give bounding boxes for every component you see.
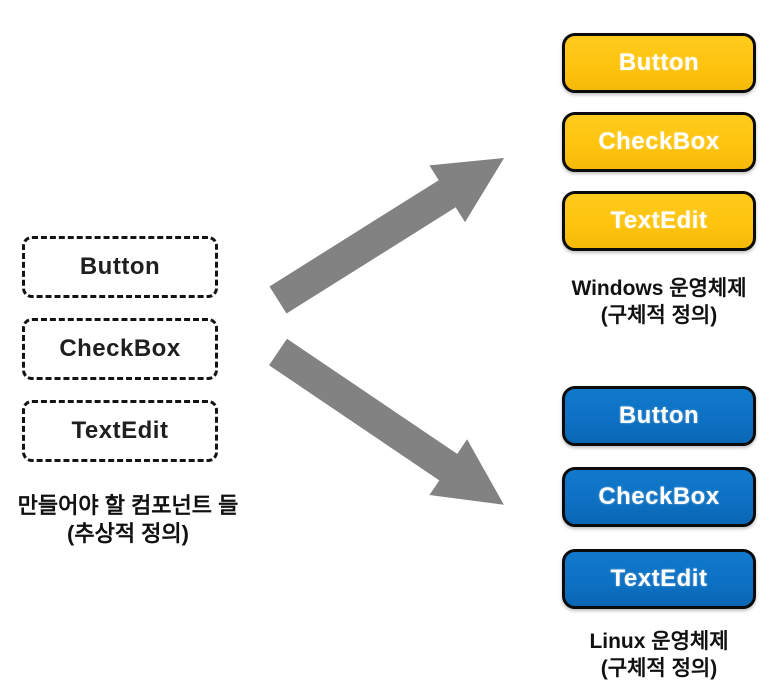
abstract-group-caption: 만들어야 할 컴포넌트 들 (추상적 정의) [0,492,256,548]
windows-group-caption: Windows 운영체제 (구체적 정의) [534,276,784,330]
arrow-to-windows-icon [269,158,505,314]
linux-caption-line1: Linux 운영체제 [589,630,729,653]
windows-checkbox: CheckBox [562,112,756,172]
linux-textedit: TextEdit [562,549,756,609]
windows-button-label: Button [618,49,700,76]
windows-textedit: TextEdit [562,191,756,251]
linux-button: Button [562,386,756,446]
linux-button-label: Button [618,402,700,429]
linux-caption-line2: (구체적 정의) [600,656,718,680]
abstract-textedit-label: TextEdit [71,417,169,444]
linux-checkbox: CheckBox [562,467,756,527]
windows-caption-line2: (구체적 정의) [600,303,718,327]
linux-checkbox-label: CheckBox [598,483,720,510]
windows-checkbox-label: CheckBox [598,128,720,155]
windows-textedit-label: TextEdit [610,207,708,234]
abstract-button-label: Button [79,253,161,280]
arrow-to-linux-icon [269,338,504,505]
linux-group-caption: Linux 운영체제 (구체적 정의) [534,629,784,683]
windows-caption-line1: Windows 운영체제 [571,277,747,300]
windows-button: Button [562,33,756,93]
linux-textedit-label: TextEdit [610,565,708,592]
abstract-checkbox-label: CheckBox [59,335,181,362]
abstract-checkbox-box: CheckBox [22,318,218,380]
abstract-caption-line2: (추상적 정의) [67,521,189,547]
abstract-button-box: Button [22,236,218,298]
abstract-caption-line1: 만들어야 할 컴포넌트 들 [17,493,239,518]
abstract-textedit-box: TextEdit [22,400,218,462]
